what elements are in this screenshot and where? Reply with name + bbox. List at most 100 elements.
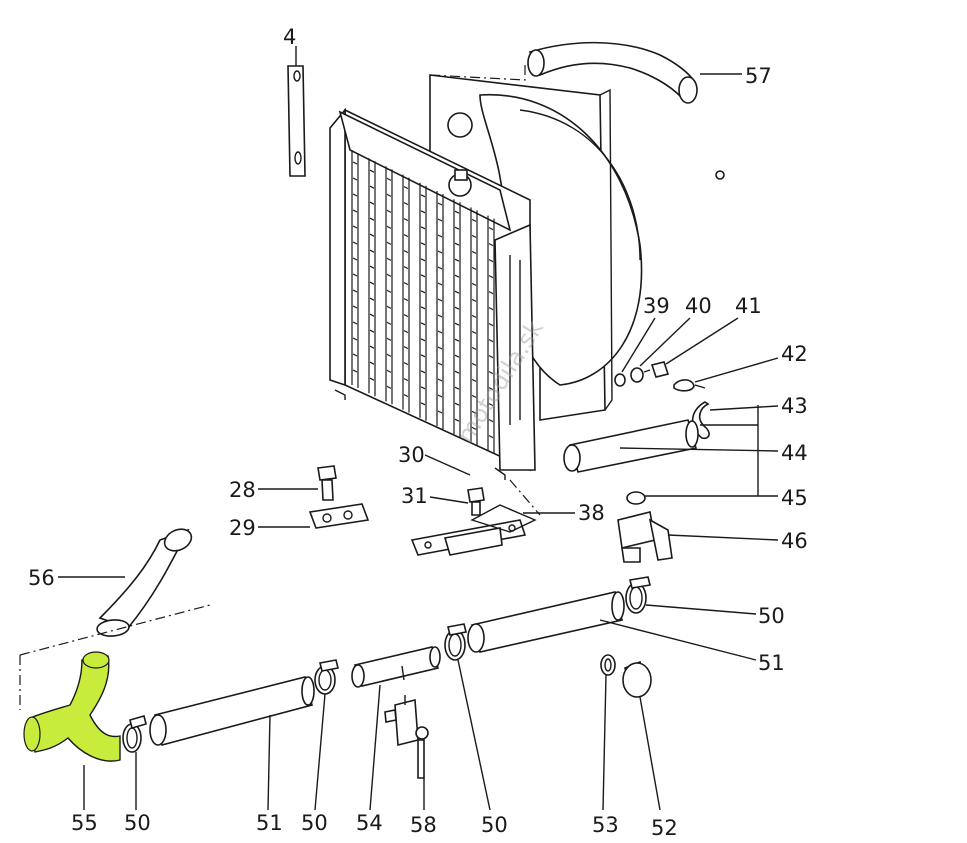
radiator-fin — [471, 362, 477, 366]
radiator-fin — [352, 225, 358, 229]
part-51-hose-upper — [467, 591, 757, 661]
radiator-tube — [419, 182, 427, 421]
radiator-fin — [386, 321, 392, 325]
part-57-upper-hose — [429, 41, 742, 104]
radiator-fin — [403, 362, 409, 366]
radiator-fin — [403, 218, 409, 222]
radiator-fin — [454, 354, 460, 358]
radiator-fin — [471, 298, 477, 302]
radiator-fin — [420, 210, 426, 214]
radiator-fin — [369, 297, 375, 301]
radiator-fin — [488, 339, 494, 343]
callout-57: 57 — [745, 64, 772, 88]
radiator-fin — [352, 289, 358, 293]
radiator-fin — [352, 161, 358, 165]
radiator-fins — [351, 150, 495, 454]
callout-46: 46 — [781, 529, 808, 553]
radiator-fin — [352, 369, 358, 373]
radiator-fin — [352, 209, 358, 213]
part-58-tap — [384, 695, 429, 810]
radiator-fin — [420, 274, 426, 278]
radiator-fin — [403, 250, 409, 254]
callout-41: 41 — [735, 294, 762, 318]
radiator-fin — [386, 177, 392, 181]
radiator-fin — [437, 298, 443, 302]
radiator-fin — [403, 186, 409, 190]
radiator-fin — [369, 361, 375, 365]
radiator-fin — [437, 410, 443, 414]
radiator-fin — [369, 233, 375, 237]
part-51-hose-lower — [149, 676, 315, 811]
radiator-fin — [420, 402, 426, 406]
hose-clamp-4 — [625, 576, 757, 615]
radiator-fin — [471, 218, 477, 222]
radiator-fin — [369, 201, 375, 205]
radiator-fin — [403, 314, 409, 318]
radiator-fin — [420, 338, 426, 342]
radiator-fin — [488, 291, 494, 295]
radiator-fin — [488, 355, 494, 359]
radiator-fin — [437, 362, 443, 366]
radiator-fin — [488, 387, 494, 391]
radiator-fin — [386, 273, 392, 277]
radiator-fin — [420, 194, 426, 198]
radiator-tube — [368, 158, 376, 397]
radiator-fin — [403, 202, 409, 206]
radiator-fin — [369, 217, 375, 221]
radiator-fin — [403, 298, 409, 302]
radiator-fin — [437, 330, 443, 334]
radiator-fin — [369, 281, 375, 285]
callout-45: 45 — [781, 486, 808, 510]
callout-50-second: 50 — [301, 811, 328, 835]
radiator-fin — [488, 275, 494, 279]
radiator-fin — [403, 266, 409, 270]
radiator-fin — [386, 353, 392, 357]
radiator-fin — [403, 282, 409, 286]
radiator-fin — [437, 314, 443, 318]
radiator-fin — [488, 323, 494, 327]
part-52-cap — [622, 660, 661, 811]
radiator-fin — [437, 234, 443, 238]
radiator-tube — [487, 215, 495, 454]
radiator-fin — [471, 394, 477, 398]
callout-31: 31 — [401, 484, 428, 508]
part-30-31-38-mount — [410, 454, 575, 556]
radiator-fin — [420, 370, 426, 374]
radiator-fin — [471, 234, 477, 238]
radiator-fin — [488, 243, 494, 247]
radiator-fin — [471, 282, 477, 286]
radiator-fin — [454, 242, 460, 246]
radiator-fin — [420, 386, 426, 390]
radiator-fin — [369, 249, 375, 253]
radiator-fin — [454, 258, 460, 262]
radiator-tube — [385, 166, 393, 405]
radiator-fin — [437, 202, 443, 206]
radiator-fin — [471, 426, 477, 430]
callout-51-bottom: 51 — [256, 811, 283, 835]
leader-bracket-45 — [640, 405, 778, 497]
radiator-fin — [471, 410, 477, 414]
radiator-fin — [352, 193, 358, 197]
radiator-fin — [352, 241, 358, 245]
radiator-fin — [488, 227, 494, 231]
radiator-fin — [454, 338, 460, 342]
callout-28: 28 — [229, 478, 256, 502]
drain-plug-parts — [614, 317, 779, 440]
radiator-fin — [403, 234, 409, 238]
radiator-fin — [488, 403, 494, 407]
radiator-fin — [454, 210, 460, 214]
radiator-fin — [437, 218, 443, 222]
radiator-fin — [403, 394, 409, 398]
radiator-fin — [488, 371, 494, 375]
radiator-fin — [420, 242, 426, 246]
radiator-fin — [369, 265, 375, 269]
part-28-29-mount — [258, 465, 370, 529]
radiator-fin — [454, 386, 460, 390]
radiator-fin — [386, 369, 392, 373]
callout-50-first: 50 — [124, 811, 151, 835]
part-46-drain-tap — [617, 491, 779, 563]
radiator-fin — [386, 337, 392, 341]
radiator-tube — [453, 199, 461, 438]
callout-51-right: 51 — [758, 651, 785, 675]
